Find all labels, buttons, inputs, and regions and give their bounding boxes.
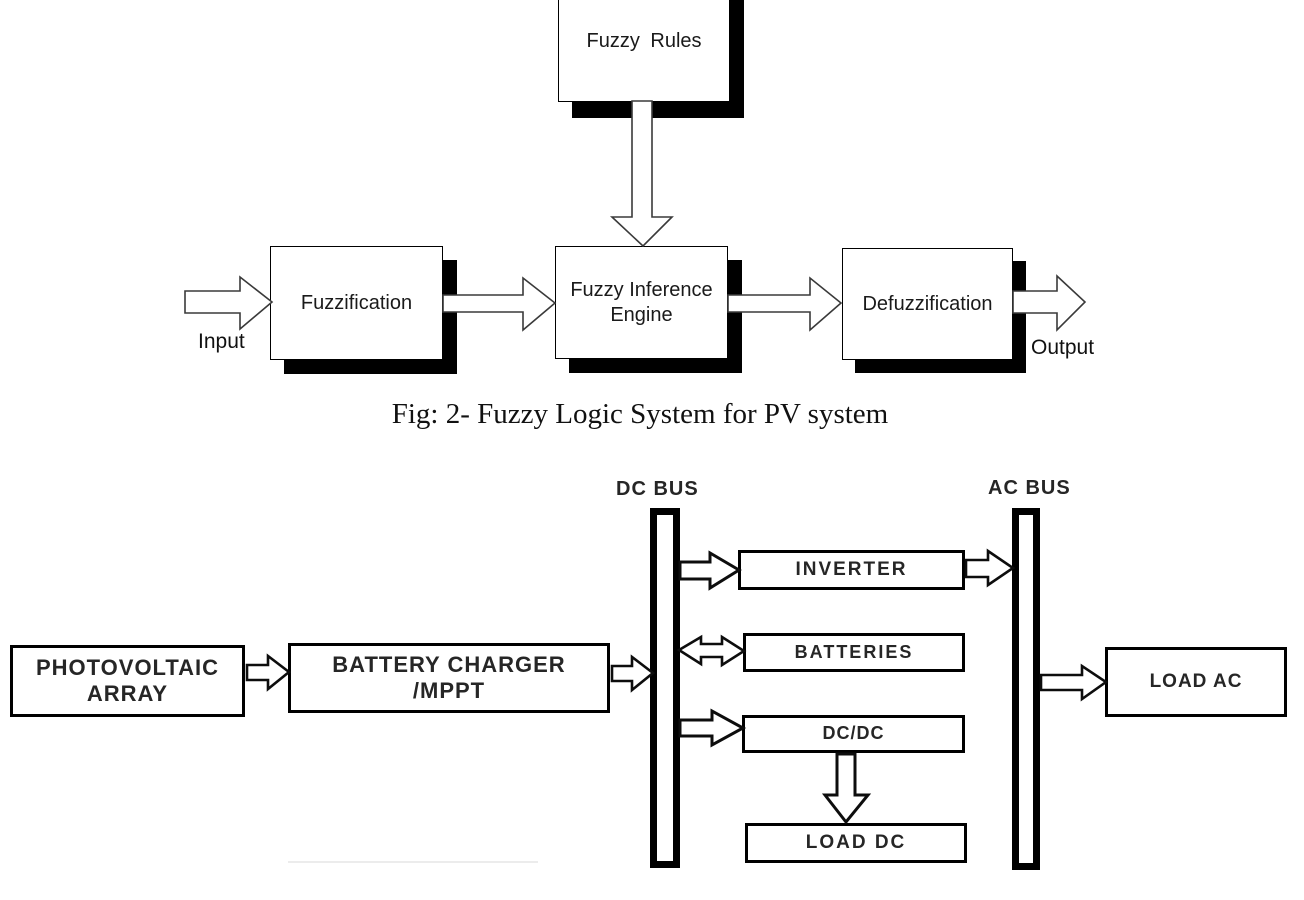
fuzzification-label: Fuzzification	[300, 291, 413, 314]
fuzzy-inference-engine-label: Fuzzy Inference Engine	[570, 278, 712, 328]
dcdc-label: DC/DC	[822, 723, 885, 744]
dcbus-batteries-double-arrow	[676, 634, 747, 668]
engine-to-defuzzification-arrow	[727, 276, 843, 332]
defuzzification-box: Defuzzification	[842, 248, 1013, 360]
load-dc-label: LOAD DC	[805, 831, 907, 853]
pv-to-charger-arrow	[245, 653, 292, 692]
fuzzy-rules-label: Fuzzy Rules	[586, 29, 702, 52]
load-ac-box: LOAD AC	[1105, 647, 1287, 717]
inverter-to-acbus-arrow	[964, 548, 1016, 588]
fuzzy-inference-engine-box: Fuzzy Inference Engine	[555, 246, 728, 359]
output-arrow	[1012, 274, 1087, 332]
inverter-label: INVERTER	[795, 558, 908, 580]
dcbus-to-dcdc-arrow	[678, 708, 747, 748]
acbus-to-loadac-arrow	[1039, 663, 1109, 702]
fuzzification-to-engine-arrow	[442, 276, 557, 332]
photovoltaic-array-box: PHOTOVOLTAIC ARRAY	[10, 645, 245, 717]
fuzzification-box: Fuzzification	[270, 246, 443, 360]
batteries-box: BATTERIES	[743, 633, 965, 672]
input-arrow	[184, 275, 274, 331]
dc-bus-label: DC BUS	[616, 478, 699, 500]
ac-bus-label: AC BUS	[988, 477, 1071, 499]
output-label: Output	[1031, 336, 1095, 359]
figure-caption: Fig: 2- Fuzzy Logic System for PV system	[391, 398, 889, 430]
scan-artifact-line	[288, 861, 538, 863]
inference-line2: Engine	[610, 303, 673, 326]
batteries-label: BATTERIES	[794, 641, 914, 662]
input-label: Input	[198, 330, 245, 353]
battery-charger-mppt-box: BATTERY CHARGER /MPPT	[288, 643, 610, 713]
charger-to-dcbus-arrow	[610, 654, 656, 693]
load-dc-box: LOAD DC	[745, 823, 967, 863]
ac-busbar	[1012, 508, 1040, 870]
rules-to-engine-arrow	[609, 100, 674, 248]
dcdc-converter-box: DC/DC	[742, 715, 965, 753]
dcbus-to-inverter-arrow	[678, 550, 742, 591]
dc-busbar	[650, 508, 680, 868]
charger-line1: BATTERY CHARGER	[332, 651, 566, 677]
fuzzy-rules-box: Fuzzy Rules	[558, 0, 730, 102]
pv-line2: ARRAY	[86, 681, 169, 706]
dcdc-to-loaddc-arrow	[821, 752, 872, 825]
charger-line2: /MPPT	[412, 678, 486, 703]
inverter-box: INVERTER	[738, 550, 965, 590]
inference-line1: Fuzzy Inference	[570, 278, 713, 301]
defuzzification-label: Defuzzification	[862, 292, 993, 315]
load-ac-label: LOAD AC	[1149, 670, 1243, 692]
pv-line1: PHOTOVOLTAIC	[35, 654, 220, 680]
